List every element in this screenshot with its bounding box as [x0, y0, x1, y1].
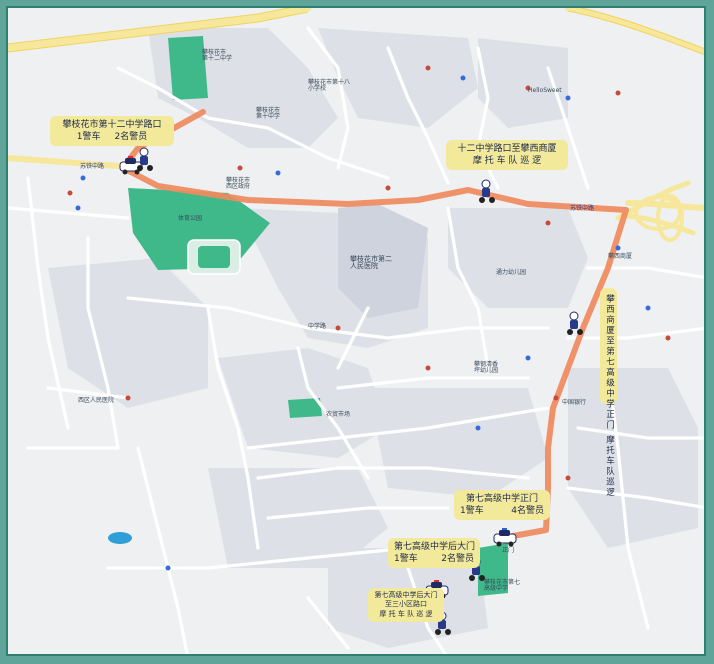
map-canvas[interactable]	[8, 8, 706, 656]
hospital-block	[338, 204, 428, 318]
callout-car-count: 1警车	[460, 506, 484, 517]
label-kindergarten: 攀钢清香 坪幼儿园	[474, 361, 499, 374]
label-bank: 中国银行	[562, 399, 587, 406]
label-sports-park: 体育公园	[178, 215, 203, 222]
callout-line1: 十二中学路口至攀西商厦	[457, 144, 557, 154]
label-school12: 攀枝花市 第十二中学	[202, 49, 233, 62]
label-hospital2: 攀枝花市第二 人民医院	[350, 255, 392, 270]
label-north-gate: 正门	[502, 547, 515, 554]
callout-staff-count: 2名警员	[114, 132, 148, 143]
callout-patrol-panxi-school7: 攀西商厦至第七高级中学正门 摩托车队巡逻	[600, 288, 618, 498]
callout-staff-count: 2名警员	[441, 554, 474, 565]
label-market: 农贸市场	[326, 411, 351, 418]
callout-school7-front-gate: 第七高级中学正门 1警车 4名警员	[454, 490, 550, 521]
major-road-edges	[8, 8, 704, 56]
label-west-hospital: 西区人民医院	[78, 397, 115, 404]
callout-car-count: 1警车	[76, 132, 101, 143]
label-tongli: 通力幼儿园	[496, 269, 527, 276]
callout-car-count: 1警车	[394, 554, 418, 565]
callout-title: 攀枝花市第十二中学路口	[62, 120, 162, 130]
callout-school12-junction: 攀枝花市第十二中学路口 1警车 2名警员	[50, 116, 174, 147]
label-zhongxue: 中学路	[308, 323, 327, 330]
label-gov: 攀枝花市 西区政府	[226, 177, 251, 190]
label-suzhou-road-right: 苏铁中路	[570, 205, 595, 212]
pond	[108, 532, 132, 544]
callout-col2: 摩托车队巡逻	[604, 435, 615, 499]
callout-patrol-school12-panxi: 十二中学路口至攀西商厦 摩 托 车 队 巡 逻	[446, 140, 568, 171]
minor-roads	[8, 26, 704, 654]
callout-line2: 摩 托 车 队 巡 逻	[472, 156, 542, 167]
label-school7-rear: 攀枝花市第七 高级中学	[484, 579, 521, 592]
interchange	[634, 194, 684, 242]
callout-title: 第七高级中学正门	[465, 494, 538, 504]
label-suzhou-road: 苏铁中路	[80, 163, 105, 170]
callout-patrol-rear-community3: 第七高级中学后大门至三小区路口 摩 托 车 队 巡 逻	[368, 588, 444, 623]
callout-line2: 摩 托 车 队 巡 逻	[379, 609, 433, 618]
callout-col1: 攀西商厦至第七高级中学正门	[604, 294, 615, 431]
callout-school7-rear-gate: 第七高级中学后大门 1警车 2名警员	[388, 538, 480, 569]
map-frame: 攀枝花市 第十二中学 攀枝花市第十八 小学校 攀枝花市 第十中学 攀枝花市第二 …	[6, 6, 706, 656]
label-panxi: 攀西商厦	[608, 253, 633, 260]
sports-field	[187, 239, 241, 275]
label-school10: 攀枝花市 第十中学	[256, 107, 281, 120]
callout-title: 第七高级中学后大门	[394, 542, 476, 552]
callout-line1: 第七高级中学后大门至三小区路口	[374, 591, 438, 609]
patrol-route[interactable]	[120, 109, 629, 539]
label-hellosweet: HelloSweet	[528, 87, 562, 94]
label-school18: 攀枝花市第十八 小学校	[308, 79, 351, 92]
callout-staff-count: 4名警员	[511, 506, 544, 517]
poi-markers	[67, 65, 671, 571]
